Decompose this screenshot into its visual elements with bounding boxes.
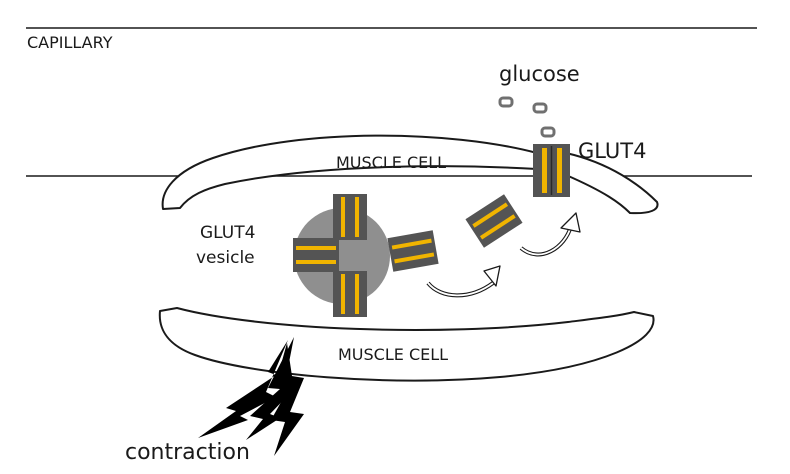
curved-arrow-icon bbox=[426, 265, 501, 298]
glucose-molecule-icon bbox=[540, 126, 556, 138]
glucose-molecule-icon bbox=[498, 96, 514, 108]
capillary-label: CAPILLARY bbox=[27, 33, 113, 52]
glut4-transporter-icon bbox=[465, 194, 523, 248]
vesicle-label-line2: vesicle bbox=[196, 248, 255, 268]
lower-muscle-cell-label: MUSCLE CELL bbox=[338, 345, 449, 364]
lightning-bolt-icon bbox=[271, 343, 304, 456]
upper-muscle-cell-label: MUSCLE CELL bbox=[336, 153, 447, 172]
glut4-transporter-membrane-icon bbox=[533, 144, 570, 197]
glut4-transporter-icon bbox=[293, 238, 339, 272]
curved-arrow-icon bbox=[519, 212, 581, 257]
glut4-label: GLUT4 bbox=[578, 139, 647, 163]
glut4-transporter-icon bbox=[387, 230, 439, 272]
glut4-transporter-icon bbox=[333, 194, 367, 240]
contraction-label: contraction bbox=[125, 440, 250, 465]
vesicle-label-line1: GLUT4 bbox=[200, 223, 256, 243]
glucose-molecule-icon bbox=[532, 102, 548, 114]
glucose-label: glucose bbox=[499, 62, 580, 86]
lightning-bolt-icon bbox=[198, 340, 288, 438]
glut4-transporter-icon bbox=[333, 271, 367, 317]
